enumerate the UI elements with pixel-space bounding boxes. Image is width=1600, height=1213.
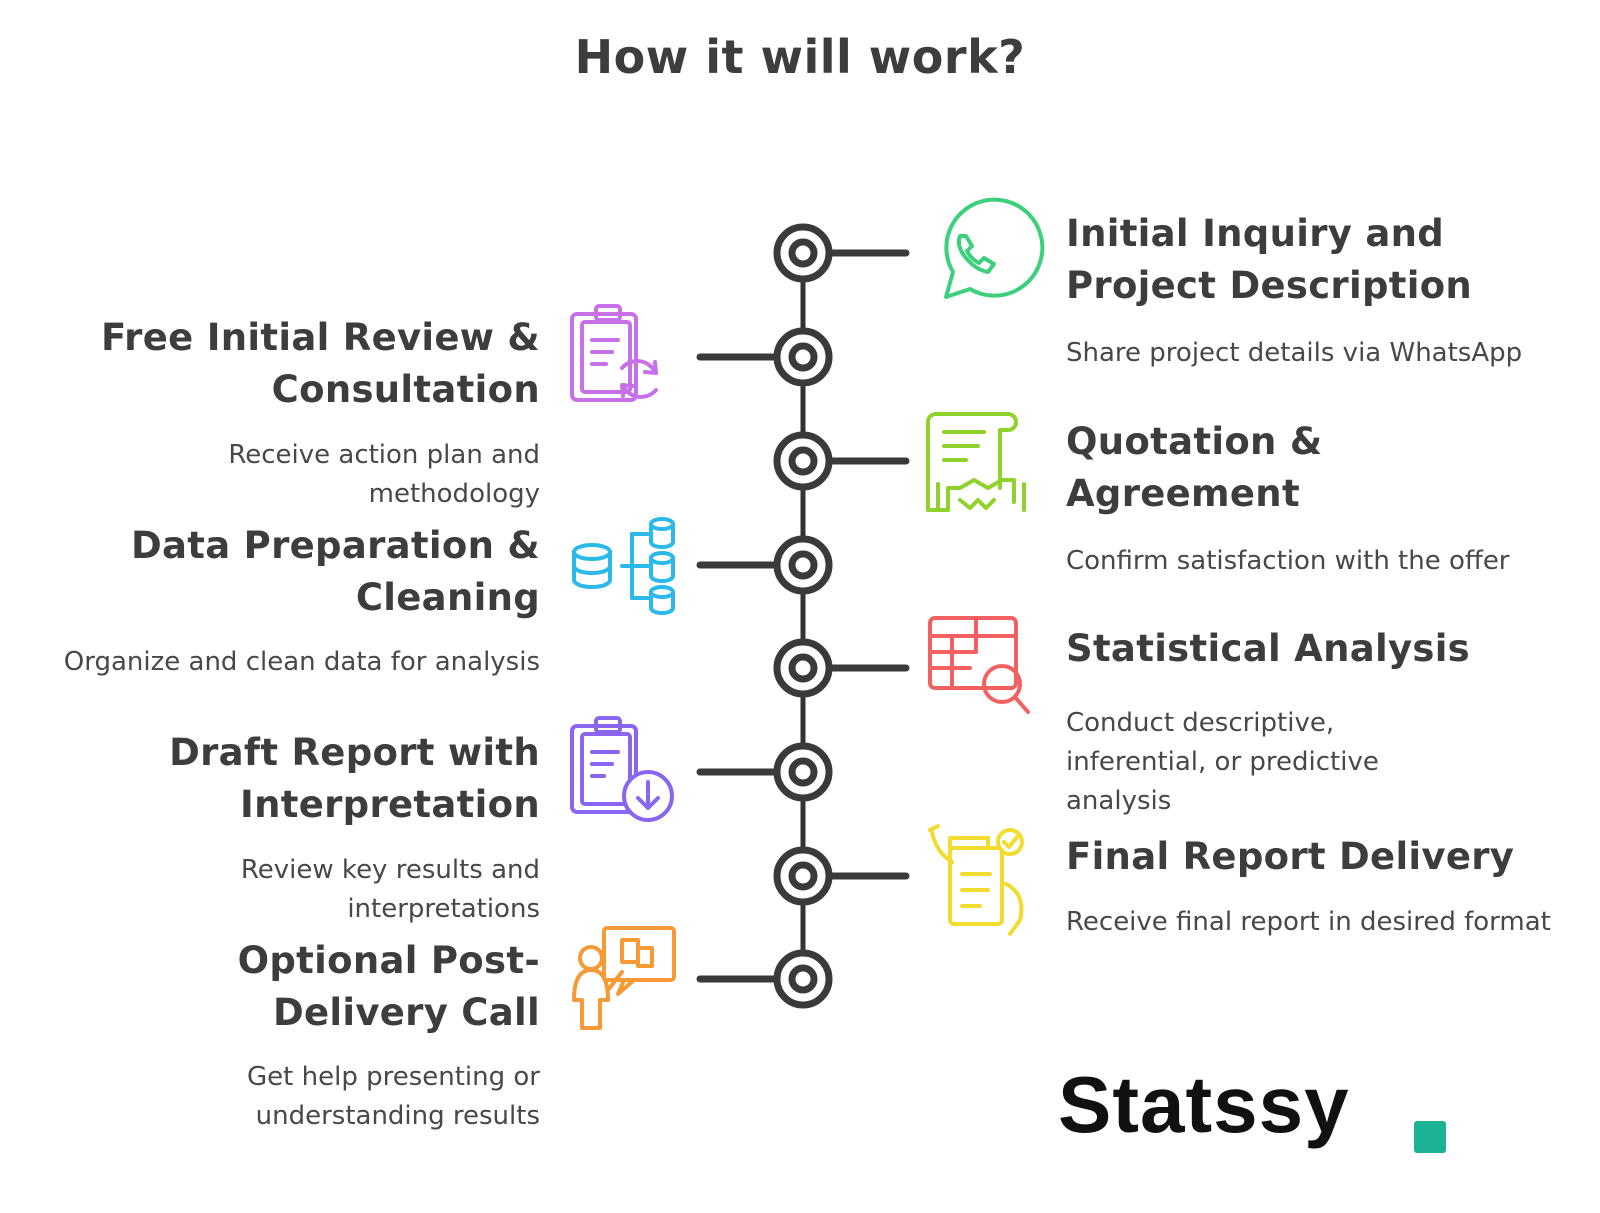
page-title: How it will work? xyxy=(574,30,1026,84)
step-8-desc: Get help presenting or understanding res… xyxy=(247,1062,540,1131)
step-5-title: Statistical Analysis xyxy=(1066,627,1471,670)
brand-logo: Statssy xyxy=(1058,1060,1350,1149)
node-5 xyxy=(773,638,833,698)
step-4-desc: Organize and clean data for analysis xyxy=(63,647,540,677)
step-6-desc: Review key results and interpretations xyxy=(240,855,540,924)
clipboard-download-icon xyxy=(570,716,674,822)
step-4-title: Data Preparation & Cleaning xyxy=(130,524,540,619)
checklist-hand-icon xyxy=(928,824,1024,936)
step-7-title: Final Report Delivery xyxy=(1066,835,1515,878)
node-6 xyxy=(773,742,833,802)
step-8-title: Optional Post-Delivery Call xyxy=(237,939,540,1034)
step-3-title: Quotation & Agreement xyxy=(1066,420,1323,515)
brand-dot xyxy=(1414,1121,1446,1153)
step-2-desc: Receive action plan and methodology xyxy=(228,440,540,509)
database-tree-icon xyxy=(572,517,675,615)
node-7 xyxy=(773,846,833,906)
node-2 xyxy=(773,327,833,387)
node-4 xyxy=(773,535,833,595)
table-magnifier-icon xyxy=(928,616,1030,714)
whatsapp-icon xyxy=(944,197,1045,299)
clipboard-refresh-icon xyxy=(570,304,658,402)
node-8 xyxy=(773,949,833,1009)
step-1-title: Initial Inquiry and Project Description xyxy=(1066,212,1473,307)
step-2-title: Free Initial Review & Consultation xyxy=(100,316,540,411)
step-1-desc: Share project details via WhatsApp xyxy=(1066,338,1523,368)
step-7-desc: Receive final report in desired format xyxy=(1066,907,1551,937)
presenter-chat-icon xyxy=(572,926,676,1030)
step-3-desc: Confirm satisfaction with the offer xyxy=(1066,546,1510,576)
node-1 xyxy=(773,223,833,283)
contract-handshake-icon xyxy=(926,412,1026,512)
step-6-title: Draft Report with Interpretation xyxy=(169,731,540,826)
step-5-desc: Conduct descriptive, inferential, or pre… xyxy=(1066,708,1379,816)
node-3 xyxy=(773,431,833,491)
